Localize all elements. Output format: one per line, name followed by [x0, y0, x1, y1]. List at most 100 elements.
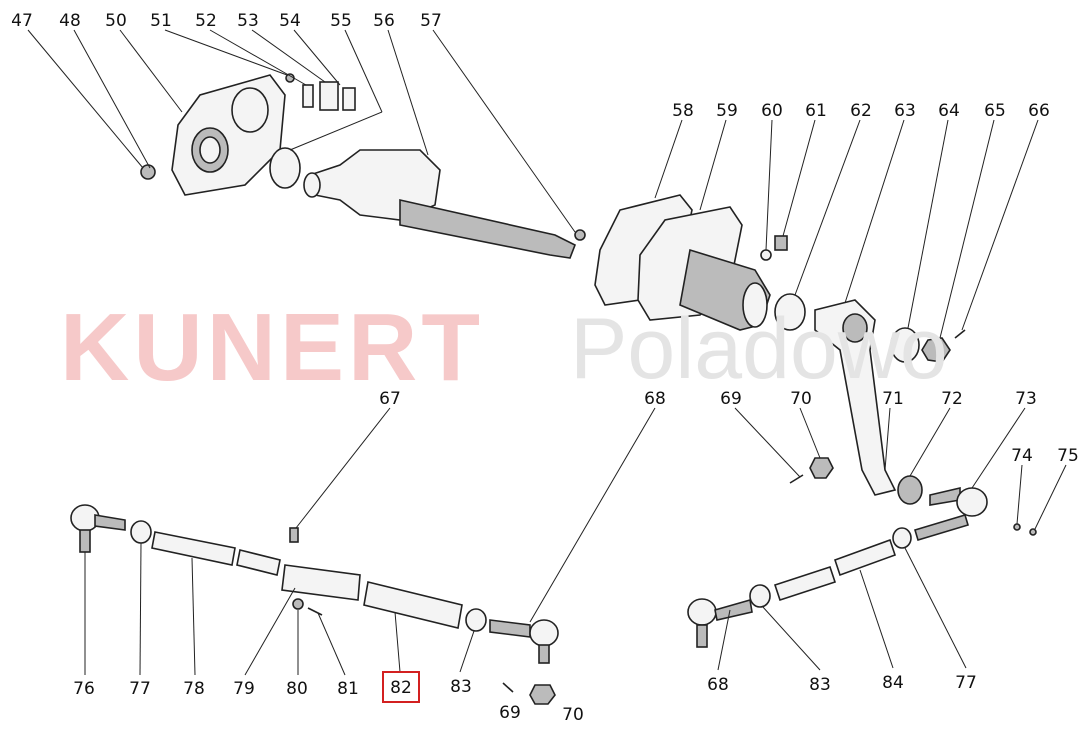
leader-line	[794, 119, 861, 296]
label-56: 56	[373, 11, 395, 31]
label-58: 58	[672, 101, 694, 121]
label-77-right: 77	[955, 673, 977, 693]
housing-59	[637, 206, 771, 331]
tube-78	[151, 531, 236, 566]
label-70-bottom: 70	[562, 705, 584, 725]
label-77: 77	[129, 679, 151, 699]
label-81: 81	[337, 679, 359, 699]
leader-line	[164, 29, 288, 76]
cotter-66	[954, 329, 966, 339]
leader-line	[119, 29, 183, 113]
clamp-79	[281, 564, 361, 601]
label-78: 78	[183, 679, 205, 699]
label-69-bottom: 69	[499, 703, 521, 723]
leader-line	[394, 611, 401, 673]
label-69: 69	[720, 389, 742, 409]
sleeve-84a	[773, 565, 837, 602]
washer-60	[760, 249, 772, 261]
leader-line	[761, 605, 821, 671]
label-60: 60	[761, 101, 783, 121]
part-number-labels: 47 48 50 51 52 53 54 55 56 57 58 59 60 6…	[11, 11, 1079, 725]
leader-line	[289, 111, 383, 151]
label-82-highlighted[interactable]: 82	[390, 678, 412, 698]
leader-line	[939, 119, 995, 339]
nut-48	[140, 164, 156, 180]
leader-line	[799, 407, 821, 459]
sector-shaft-56	[303, 149, 577, 259]
label-74: 74	[1011, 446, 1033, 466]
nut-80	[292, 598, 304, 610]
label-84: 84	[882, 673, 904, 693]
label-63: 63	[894, 101, 916, 121]
label-72: 72	[941, 389, 963, 409]
leader-line	[699, 119, 727, 211]
nut-70	[809, 457, 834, 479]
sleeve	[236, 549, 281, 576]
nut-70-bottom	[529, 684, 556, 705]
small-plates-52-55	[285, 73, 356, 111]
plug-61	[774, 235, 788, 251]
nut-65	[921, 337, 951, 363]
leader-line	[1016, 464, 1023, 525]
label-64: 64	[938, 101, 960, 121]
nut-83-right	[749, 584, 771, 608]
tie-rod-end-68-left	[489, 619, 559, 664]
leader-line	[904, 547, 967, 669]
leader-line	[971, 407, 1026, 489]
cotter-69	[789, 474, 804, 484]
tie-rod-end-76	[70, 504, 126, 553]
leader-line	[654, 119, 683, 199]
label-53: 53	[237, 11, 259, 31]
label-67: 67	[379, 389, 401, 409]
leader-lines	[27, 29, 1067, 676]
leader-line	[244, 587, 296, 676]
label-61: 61	[805, 101, 827, 121]
leader-line	[293, 29, 341, 86]
nut-83	[465, 608, 487, 632]
tie-rod-end-73	[914, 486, 988, 541]
label-66: 66	[1028, 101, 1050, 121]
leader-line	[782, 119, 816, 237]
label-57: 57	[420, 11, 442, 31]
leader-line	[734, 407, 801, 478]
leader-line	[317, 612, 346, 676]
label-52: 52	[195, 11, 217, 31]
label-55: 55	[330, 11, 352, 31]
highlight-box	[382, 671, 420, 703]
tie-rod-end-68-right	[687, 598, 753, 648]
label-70: 70	[790, 389, 812, 409]
label-50: 50	[105, 11, 127, 31]
label-47: 47	[11, 11, 33, 31]
leader-line	[529, 407, 656, 623]
leader-line	[459, 630, 475, 673]
cotter-69-bottom	[502, 682, 514, 693]
steering-housing-cover	[171, 74, 286, 196]
leader-line	[765, 119, 773, 251]
bushing-72	[897, 475, 923, 505]
label-71: 71	[882, 389, 904, 409]
pin-57	[574, 229, 586, 241]
leader-line	[344, 29, 383, 113]
leader-line	[884, 407, 891, 471]
leader-line	[139, 542, 142, 676]
label-76: 76	[73, 679, 95, 699]
leader-line	[27, 29, 144, 169]
leader-line	[859, 569, 894, 669]
leader-line	[717, 609, 731, 671]
tube-82	[363, 581, 463, 629]
label-62: 62	[850, 101, 872, 121]
nut-77	[130, 520, 152, 544]
label-48: 48	[59, 11, 81, 31]
leader-line	[73, 29, 151, 169]
leader-line	[209, 29, 307, 86]
label-79: 79	[233, 679, 255, 699]
leader-line	[909, 407, 951, 477]
label-65: 65	[984, 101, 1006, 121]
leader-line	[432, 29, 576, 233]
label-75: 75	[1057, 446, 1079, 466]
leader-line	[961, 119, 1039, 331]
label-68-right: 68	[707, 675, 729, 695]
bolt-67	[289, 527, 299, 543]
leader-line	[251, 29, 326, 83]
